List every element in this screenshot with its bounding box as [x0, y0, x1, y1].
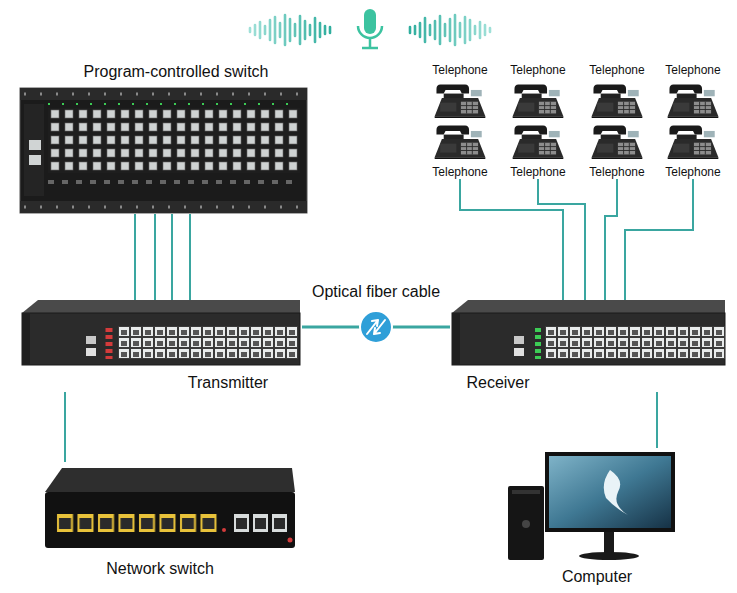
telephone-icon	[592, 125, 643, 159]
connector-line	[64, 392, 66, 462]
device-label: Telephone	[510, 165, 565, 179]
connector-line	[154, 214, 156, 300]
telephone-icon	[668, 125, 719, 159]
connector-line	[625, 179, 693, 300]
device-label: Transmitter	[188, 373, 268, 392]
telephone: Telephone	[424, 63, 496, 119]
telephone: Telephone	[657, 119, 729, 179]
device-label: Telephone	[589, 165, 644, 179]
telephone: Telephone	[424, 119, 496, 179]
transmitter-chassis	[22, 300, 300, 365]
device-label: Telephone	[665, 63, 720, 77]
computer-icon	[508, 452, 675, 560]
sound-wave	[410, 15, 490, 45]
device-label: Telephone	[432, 165, 487, 179]
device-label: Program-controlled switch	[84, 62, 269, 81]
sound-wave	[250, 15, 330, 45]
connector-line	[134, 214, 136, 300]
telephone-icon	[513, 125, 564, 159]
network-switch: Network switch	[44, 462, 296, 578]
telephone: Telephone	[502, 119, 574, 179]
fiber-coupler-icon	[360, 311, 392, 343]
telephone: Telephone	[657, 63, 729, 119]
telephone-icon	[435, 84, 486, 118]
receiver-chassis	[452, 300, 725, 365]
telephone-icon	[592, 84, 643, 118]
connector-line	[656, 392, 658, 448]
device-label: Telephone	[432, 63, 487, 77]
device-label: Telephone	[510, 63, 565, 77]
telephone: Telephone	[581, 119, 653, 179]
device-label: Telephone	[589, 63, 644, 77]
computer: Computer	[503, 448, 683, 586]
connector-line	[189, 214, 191, 300]
connector-line	[460, 179, 563, 300]
telephone-icon	[668, 84, 719, 118]
network-switch-body	[45, 468, 295, 548]
telephone: Telephone	[581, 63, 653, 119]
connector-line	[538, 179, 585, 300]
switch-chassis	[20, 88, 307, 213]
telephone-icon	[513, 84, 564, 118]
program-controlled-switch: Program-controlled switch	[20, 62, 308, 214]
telephone: Telephone	[502, 63, 574, 119]
device-label: Computer	[562, 567, 632, 586]
transmitter: Transmitter	[22, 300, 302, 392]
receiver: Receiver	[450, 300, 727, 392]
connector-line	[171, 214, 173, 300]
telephone-icon	[435, 125, 486, 159]
microphone-icon	[358, 9, 382, 48]
device-label: Network switch	[106, 559, 214, 578]
device-label: Receiver	[466, 373, 529, 392]
device-label: Telephone	[665, 165, 720, 179]
edge-label: Optical fiber cable	[309, 282, 443, 301]
connector-line	[605, 179, 617, 300]
